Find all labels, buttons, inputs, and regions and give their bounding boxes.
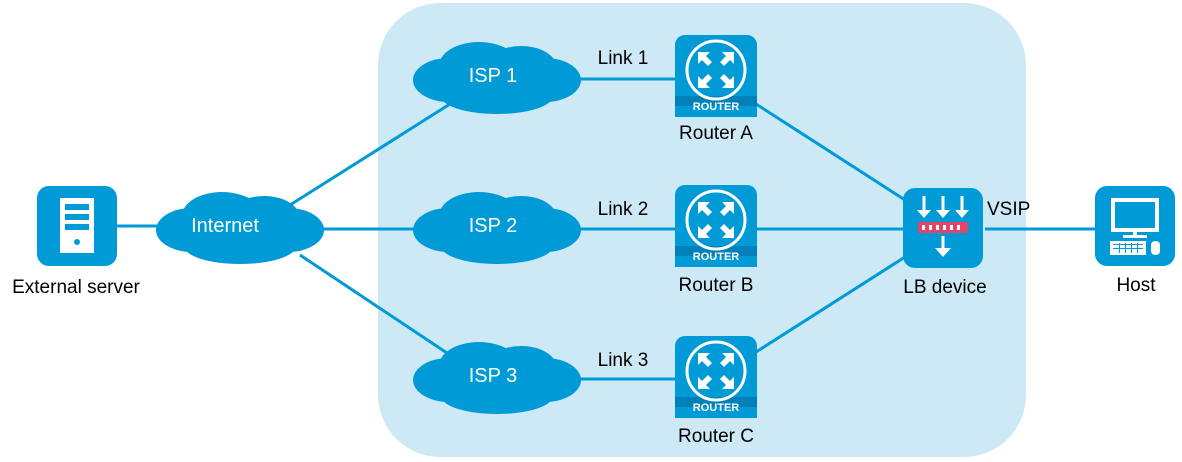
link-internet-isp1 (289, 102, 451, 207)
isp1-label: ISP 1 (469, 65, 518, 87)
external-server-label: External server (12, 277, 140, 298)
link-router-a-lb (755, 102, 906, 202)
isp2-label: ISP 2 (469, 215, 518, 237)
isp1-cloud[interactable]: ISP 1 (413, 42, 581, 114)
link3-label: Link 3 (598, 350, 649, 371)
internet-label: Internet (191, 215, 259, 237)
router-a-tag: ROUTER (693, 101, 740, 113)
router-c-tag: ROUTER (693, 402, 740, 414)
router-b-label: Router B (679, 275, 754, 296)
router-c-node[interactable]: ROUTER (673, 334, 759, 420)
host-label: Host (1116, 275, 1156, 296)
router-b-tag: ROUTER (693, 251, 740, 263)
links (115, 77, 1096, 381)
internet-cloud[interactable]: Internet (156, 192, 324, 264)
link-internet-isp3 (299, 253, 451, 357)
lb-device-label: LB device (903, 277, 986, 298)
host-node[interactable] (1095, 186, 1175, 266)
external-server-node[interactable] (37, 186, 117, 266)
router-b-node[interactable]: ROUTER (673, 183, 759, 269)
isp3-cloud[interactable]: ISP 3 (413, 342, 581, 414)
isp2-cloud[interactable]: ISP 2 (413, 192, 581, 264)
link1-label: Link 1 (598, 48, 649, 69)
link-router-c-lb (755, 255, 906, 354)
router-a-label: Router A (679, 123, 753, 144)
vsip-label: VSIP (987, 199, 1030, 220)
isp3-label: ISP 3 (469, 365, 518, 387)
router-a-node[interactable]: ROUTER (673, 33, 759, 119)
lb-device-node[interactable] (903, 188, 983, 268)
link2-label: Link 2 (598, 199, 649, 220)
router-c-label: Router C (678, 426, 754, 447)
